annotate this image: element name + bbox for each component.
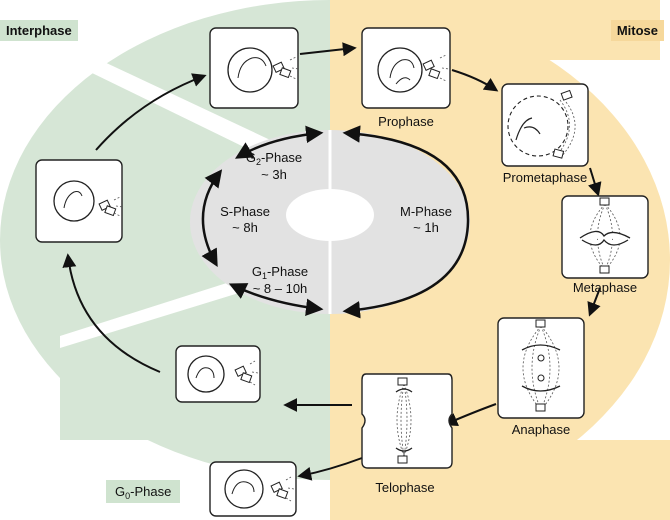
arrow-metaphase-to-anaphase <box>587 287 601 317</box>
g1-phase-label: G1-Phase ~ 8 – 10h <box>238 264 322 297</box>
anaphase-label: Anaphase <box>511 422 571 437</box>
telophase-label: Telophase <box>375 480 435 495</box>
g1-duration: ~ 8 – 10h <box>252 281 308 296</box>
arrow-g1 <box>228 283 324 317</box>
m-duration: ~ 1h <box>413 220 439 235</box>
prophase-label: Prophase <box>378 114 434 129</box>
cell-s-phase <box>35 159 124 243</box>
arrow-m <box>342 125 470 319</box>
arrow-s <box>201 169 223 268</box>
prometaphase-label: Prometaphase <box>502 170 588 185</box>
m-name: M-Phase <box>399 204 453 219</box>
g0-prefix: G <box>115 484 126 499</box>
arrow-g1-to-s <box>62 253 161 373</box>
g2-phase-label: G2-Phase ~ 3h <box>236 150 312 183</box>
cell-anaphase <box>497 317 585 419</box>
m-phase-label: M-Phase ~ 1h <box>388 204 464 236</box>
g2-prefix: G <box>245 150 256 165</box>
g2-suffix: -Phase <box>260 150 303 165</box>
cell-metaphase <box>561 195 649 279</box>
cell-prophase <box>361 27 451 109</box>
cell-g1-phase <box>175 345 261 403</box>
g2-duration: ~ 3h <box>261 167 287 182</box>
cell-g0-phase <box>209 461 297 517</box>
g0-phase-tag: G0-Phase <box>106 480 181 503</box>
mitose-tag: Mitose <box>610 20 664 41</box>
arrow-prophase-to-prometaphase <box>451 69 499 92</box>
interphase-tag: Interphase <box>0 20 78 41</box>
metaphase-label: Metaphase <box>572 280 638 295</box>
g2-sub: 2 <box>255 157 261 167</box>
cell-telophase <box>361 373 453 469</box>
g0-suffix: -Phase <box>130 484 172 499</box>
g1-sub: 1 <box>261 271 267 281</box>
arrow-prometaphase-to-metaphase <box>588 167 602 197</box>
cell-prometaphase <box>501 83 589 167</box>
g1-prefix: G <box>251 264 262 279</box>
arrow-anaphase-to-telophase <box>443 403 497 427</box>
s-name: S-Phase <box>220 204 270 219</box>
s-phase-label: S-Phase ~ 8h <box>210 204 280 236</box>
arrow-telophase-to-g0 <box>297 457 363 481</box>
g1-suffix: -Phase <box>266 264 309 279</box>
s-duration: ~ 8h <box>232 220 258 235</box>
arrow-s-to-g2 <box>95 73 207 151</box>
cell-g2-phase <box>209 27 300 109</box>
arrow-g2 <box>234 125 324 159</box>
g0-sub: 0 <box>125 491 131 501</box>
arrow-g2-to-prophase <box>299 42 357 57</box>
